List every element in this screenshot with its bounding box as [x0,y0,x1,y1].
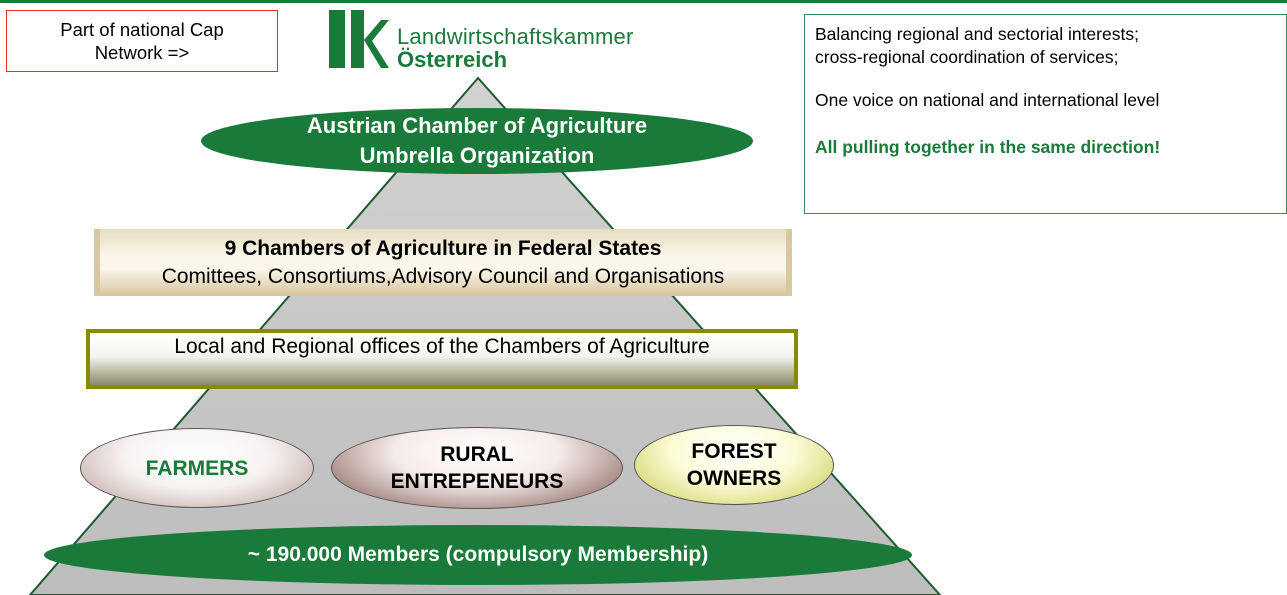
federal-state-chambers-band: 9 Chambers of Agriculture in Federal Sta… [94,229,792,296]
members-ellipse: ~ 190.000 Members (compulsory Membership… [44,525,912,585]
austrian-chamber-title: Austrian Chamber of Agriculture [306,113,648,138]
members-label: ~ 190.000 Members (compulsory Membership… [247,543,709,566]
top-rule [0,0,1287,3]
info-line-4: All pulling together in the same directi… [815,137,1161,157]
federal-state-chambers-subtitle: Comittees, Consortiums,Advisory Council … [161,264,725,288]
info-line-1: Balancing regional and sectorial interes… [815,24,1139,44]
logo-wordmark-line-2: Österreich [397,47,508,72]
farmers-ellipse: FARMERS [80,428,314,508]
logo-wordmark-line-1: Landwirtschaftskammer [397,24,634,49]
national-cap-network-note: Part of national Cap Network => [6,10,278,72]
rural-label-line-1: RURAL [440,443,514,466]
umbrella-organization-label: Umbrella Organization [359,143,595,168]
note-line-1: Part of national Cap [60,19,224,40]
local-offices-label: Local and Regional offices of the Chambe… [174,335,710,358]
rural-label-line-2: ENTREPENEURS [390,470,564,493]
austrian-chamber-ellipse: Austrian Chamber of Agriculture Umbrella… [201,108,753,174]
farmers-label: FARMERS [145,456,249,480]
local-offices-band: Local and Regional offices of the Chambe… [86,329,798,389]
info-line-3: One voice on national and international … [815,90,1160,110]
landwirtschaftskammer-logo: Landwirtschaftskammer Österreich [327,8,647,76]
rural-entrepreneurs-ellipse: RURAL ENTREPENEURS [331,427,623,509]
federal-state-chambers-title: 9 Chambers of Agriculture in Federal Sta… [224,236,662,260]
info-line-2: cross-regional coordination of services; [815,47,1119,67]
lk-logo-mark-icon [329,10,389,68]
forest-label-line-2: OWNERS [686,467,782,490]
note-line-2: Network => [94,42,190,63]
forest-label-line-1: FOREST [691,440,777,463]
info-box: Balancing regional and sectorial interes… [804,14,1287,214]
forest-owners-ellipse: FOREST OWNERS [634,425,834,505]
